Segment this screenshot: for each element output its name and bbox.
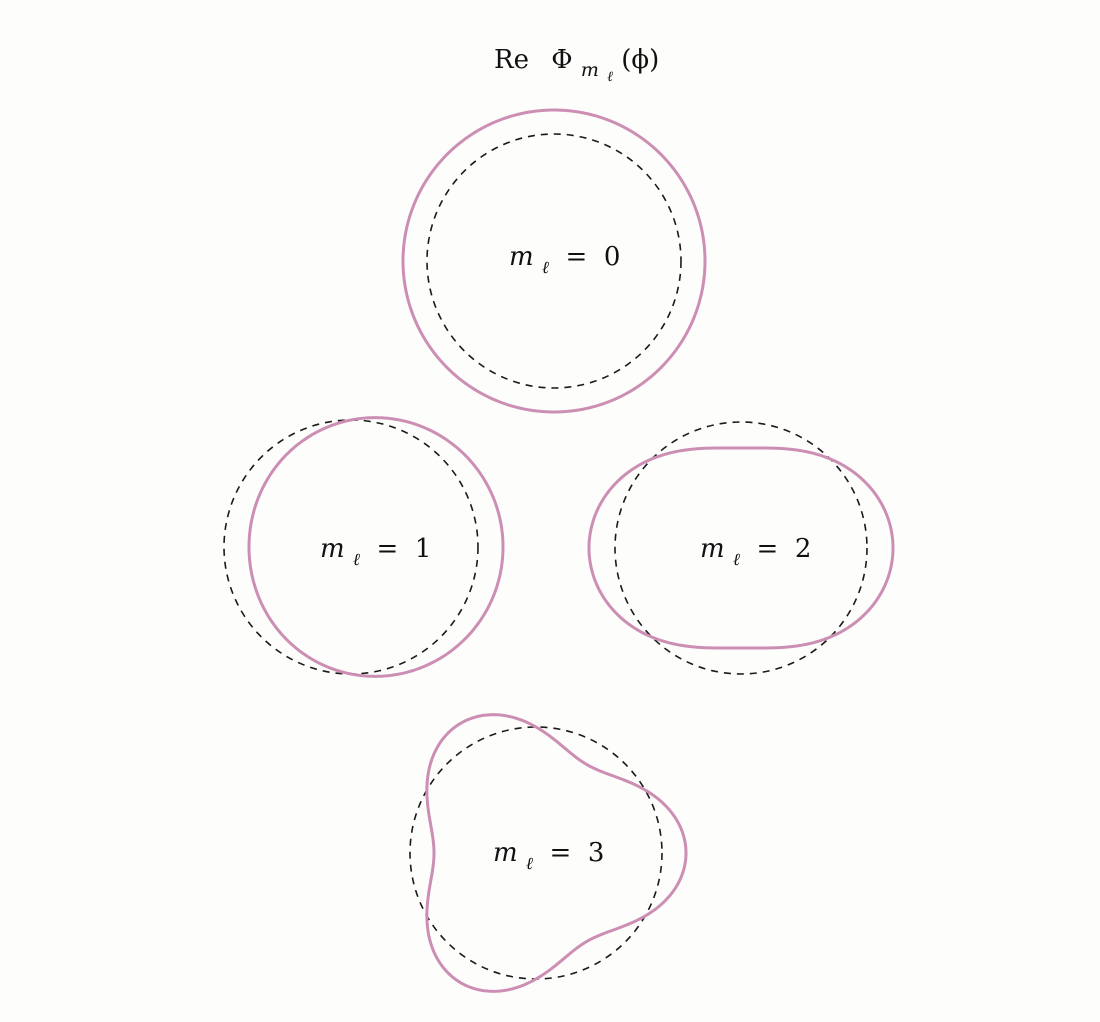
label-var-m0: m — [509, 242, 534, 272]
label-value-m3: 3 — [588, 838, 605, 868]
title-prefix: Re — [494, 45, 529, 75]
wave-curve-m1 — [247, 416, 505, 678]
panel-label-m2: m ℓ = 2 — [700, 534, 811, 572]
diagram-title: Re Φ m ℓ (ϕ) — [494, 45, 659, 88]
panel-m3: m ℓ = 3 — [409, 713, 688, 993]
title-subscript-l: ℓ — [607, 69, 613, 85]
title-argument: (ϕ) — [621, 45, 659, 75]
label-var-m3: m — [493, 838, 518, 868]
panel-label-m0: m ℓ = 0 — [509, 242, 620, 280]
label-value-m2: 2 — [795, 534, 812, 564]
label-sub-m1: ℓ — [353, 550, 360, 570]
label-sub-m2: ℓ — [733, 550, 740, 570]
label-sub-m0: ℓ — [542, 258, 549, 278]
label-eq-m3: = — [541, 838, 579, 868]
label-var-m2: m — [700, 534, 725, 564]
panel-label-m1: m ℓ = 1 — [320, 534, 431, 572]
wave-curve-m2 — [587, 446, 895, 650]
wave-curve-m3 — [425, 713, 688, 993]
panel-m2: m ℓ = 2 — [587, 421, 895, 675]
label-eq-m0: = — [557, 242, 595, 272]
label-value-m1: 1 — [415, 534, 432, 564]
label-value-m0: 0 — [604, 242, 621, 272]
reference-circle-m2 — [614, 421, 868, 675]
label-var-m1: m — [320, 534, 345, 564]
panel-m1: m ℓ = 1 — [223, 416, 505, 678]
reference-circle-m0 — [426, 133, 682, 389]
title-symbol: Φ — [551, 45, 572, 75]
wave-curve-m0 — [401, 108, 707, 414]
label-eq-m2: = — [748, 534, 786, 564]
title-subscript-m: m — [581, 59, 599, 81]
panel-label-m3: m ℓ = 3 — [493, 838, 604, 876]
label-sub-m3: ℓ — [526, 854, 533, 874]
label-eq-m1: = — [368, 534, 406, 564]
panel-m0: m ℓ = 0 — [401, 108, 707, 414]
